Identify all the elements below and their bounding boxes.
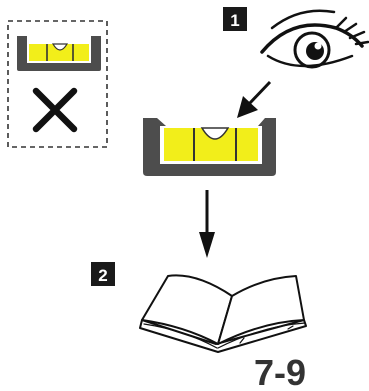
cross-icon — [32, 87, 78, 133]
step-2-badge: 2 — [91, 262, 115, 286]
wrong-usage-box — [7, 20, 108, 148]
view-arrow — [237, 80, 272, 118]
step-2-number: 2 — [98, 266, 107, 285]
down-arrow — [199, 190, 215, 258]
step-1-badge: 1 — [223, 7, 247, 31]
small-spirit-level-icon — [17, 36, 101, 71]
eye-icon — [260, 9, 369, 69]
spirit-level-icon — [143, 118, 276, 176]
page-reference: 7-9 — [254, 352, 306, 391]
open-book-icon — [139, 274, 307, 353]
step-1-number: 1 — [230, 11, 239, 30]
